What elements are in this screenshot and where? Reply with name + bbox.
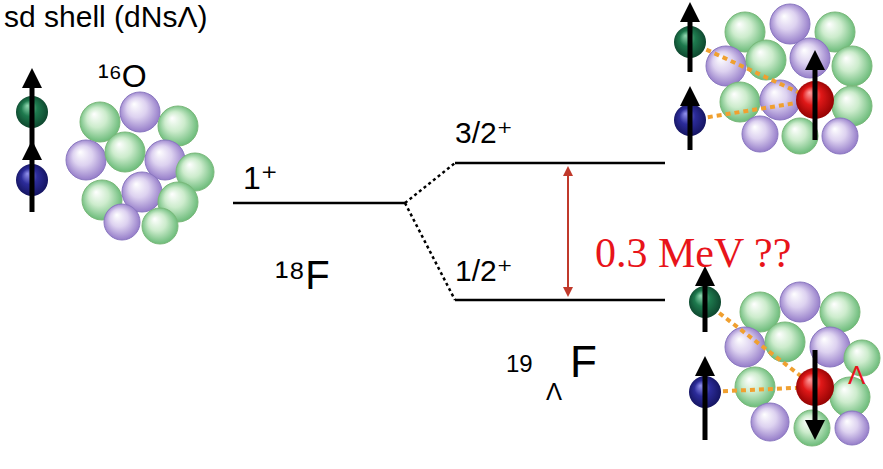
spin-arrow xyxy=(688,96,693,150)
neutron-sphere xyxy=(794,410,830,446)
element-symbol: F xyxy=(570,340,597,384)
shell-title: sd shell (dNsΛ) xyxy=(4,2,207,32)
core-cluster xyxy=(706,4,872,154)
splitting-line xyxy=(405,163,455,203)
lambda-subscript: Λ xyxy=(546,380,562,404)
spin-arrow xyxy=(30,78,35,150)
neutron-sphere xyxy=(735,367,775,407)
proton-sphere xyxy=(790,38,830,78)
splitting-value: 0.3 MeV ?? xyxy=(595,232,791,274)
spin-arrow xyxy=(688,12,693,72)
splitting-line xyxy=(405,203,455,300)
spin-arrow xyxy=(30,150,35,212)
nucleus-label: ¹⁸F xyxy=(275,255,330,295)
proton-sphere xyxy=(822,118,858,154)
neutron-sphere xyxy=(105,132,145,172)
proton-sphere xyxy=(780,282,820,322)
energy-level xyxy=(455,299,665,302)
interaction-line xyxy=(705,302,815,387)
proton-sphere xyxy=(66,140,106,180)
neutron-sphere xyxy=(832,46,872,86)
gap-arrow xyxy=(567,168,569,295)
energy-level xyxy=(455,162,665,165)
lambda-label: Λ xyxy=(848,362,865,388)
proton-sphere xyxy=(760,80,800,120)
o16-core xyxy=(66,92,214,244)
mass-number: 19 xyxy=(506,352,533,376)
proton-sphere xyxy=(835,411,869,445)
proton-sphere xyxy=(751,403,789,441)
spin-parity: 1/2⁺ xyxy=(455,256,513,286)
core-cluster xyxy=(725,282,880,446)
spin-arrow xyxy=(703,366,708,440)
neutron-sphere xyxy=(142,208,178,244)
proton-sphere xyxy=(104,204,140,240)
spin-arrow xyxy=(813,60,818,140)
neutron-sphere xyxy=(746,40,786,80)
spin-parity: 1⁺ xyxy=(243,162,278,194)
energy-level xyxy=(233,202,405,205)
spin-parity: 3/2⁺ xyxy=(455,118,513,148)
spin-arrow xyxy=(813,350,818,430)
proton-sphere xyxy=(120,92,160,132)
interaction-line xyxy=(690,42,815,100)
neutron-sphere xyxy=(820,292,860,332)
neutron-sphere xyxy=(765,322,805,362)
proton-sphere xyxy=(770,4,810,44)
nucleus-label: ¹⁶O xyxy=(98,60,147,92)
proton-sphere xyxy=(742,116,778,152)
proton-sphere xyxy=(725,327,765,367)
spin-arrow xyxy=(703,276,708,332)
